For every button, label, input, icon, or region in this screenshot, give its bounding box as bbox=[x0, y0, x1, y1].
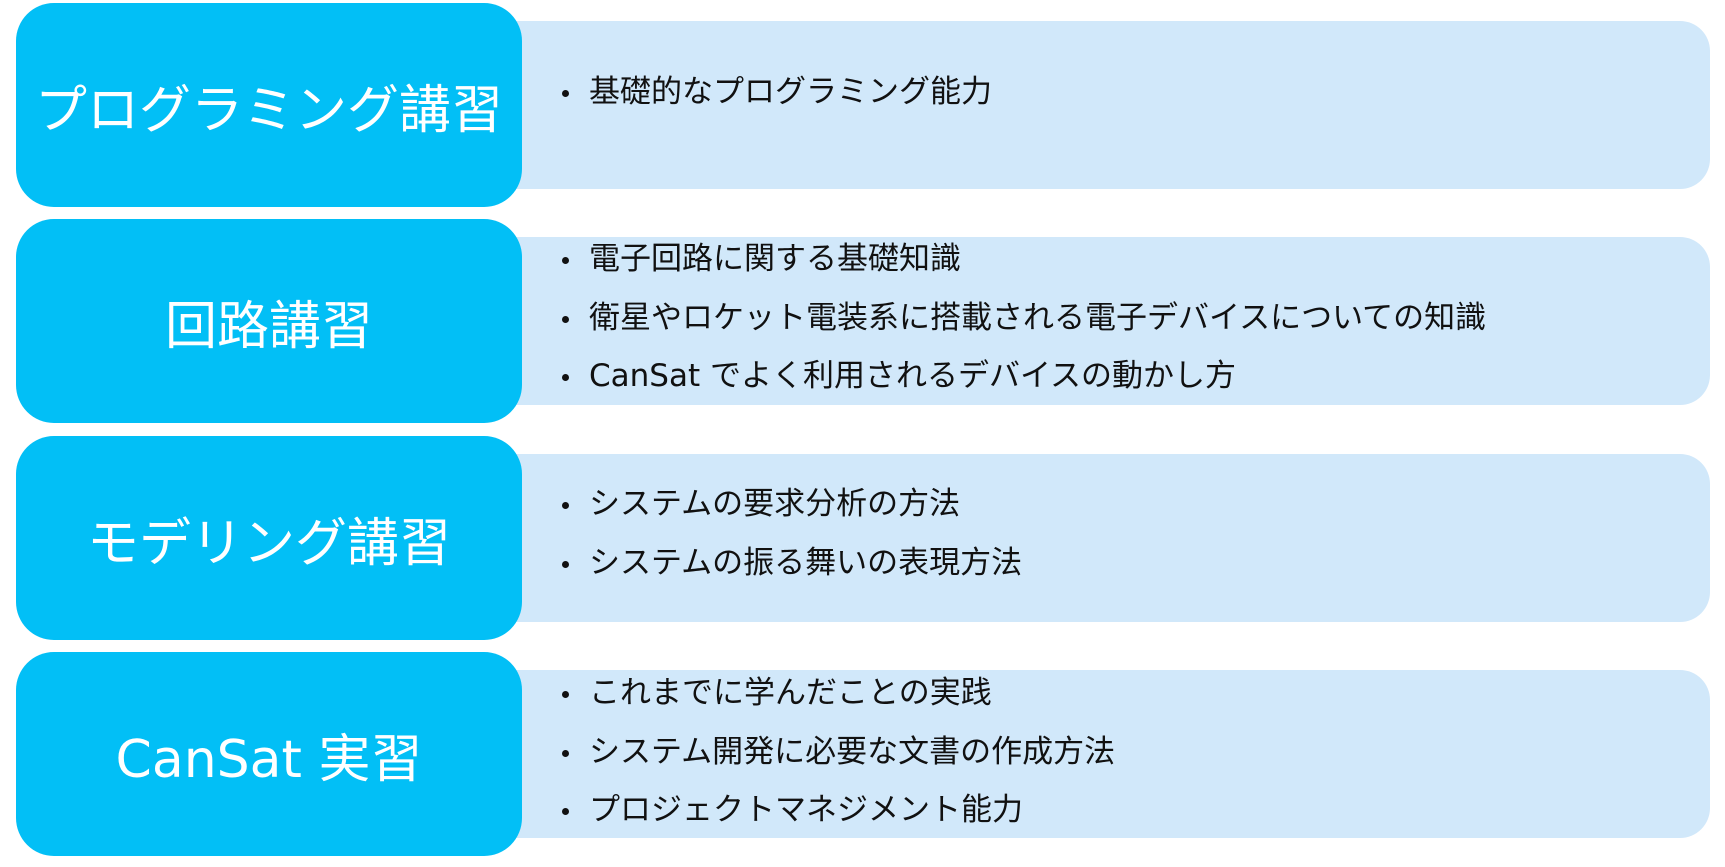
course-item: 基礎的なプログラミング能力 bbox=[562, 72, 992, 112]
course-detail-panel bbox=[480, 21, 1710, 189]
bullet-icon bbox=[562, 89, 569, 97]
course-item-text: システム開発に必要な文書の作成方法 bbox=[589, 734, 1116, 770]
bullet-icon bbox=[562, 501, 569, 509]
course-item-text: CanSat でよく利用されるデバイスの動かし方 bbox=[589, 358, 1237, 394]
course-title: プログラミング講習 bbox=[34, 80, 503, 141]
course-item-text: これまでに学んだことの実践 bbox=[589, 675, 992, 711]
course-item-text: システムの要求分析の方法 bbox=[589, 486, 961, 522]
course-detail-panel bbox=[480, 237, 1710, 405]
bullet-icon bbox=[562, 807, 569, 815]
course-item-text: 基礎的なプログラミング能力 bbox=[589, 74, 992, 110]
course-item: システムの振る舞いの表現方法 bbox=[562, 543, 1022, 583]
course-item: CanSat でよく利用されるデバイスの動かし方 bbox=[562, 356, 1236, 396]
course-title: CanSat 実習 bbox=[115, 729, 423, 790]
bullet-icon bbox=[562, 256, 569, 264]
course-title-box: モデリング講習 bbox=[16, 436, 522, 640]
course-item: システムの要求分析の方法 bbox=[562, 484, 960, 524]
bullet-icon bbox=[562, 690, 569, 698]
course-item: プロジェクトマネジメント能力 bbox=[562, 790, 1023, 830]
course-item-text: システムの振る舞いの表現方法 bbox=[589, 545, 1023, 581]
course-item: 衛星やロケット電装系に搭載される電子デバイスについての知識 bbox=[562, 298, 1486, 338]
course-title-box: 回路講習 bbox=[16, 219, 522, 423]
course-item: システム開発に必要な文書の作成方法 bbox=[562, 732, 1115, 772]
course-item-text: 電子回路に関する基礎知識 bbox=[589, 241, 961, 277]
bullet-icon bbox=[562, 749, 569, 757]
course-detail-panel bbox=[480, 670, 1710, 838]
course-item-text: プロジェクトマネジメント能力 bbox=[589, 792, 1023, 828]
course-title-box: CanSat 実習 bbox=[16, 652, 522, 856]
course-item: 電子回路に関する基礎知識 bbox=[562, 239, 961, 279]
course-title-box: プログラミング講習 bbox=[16, 3, 522, 207]
course-title: モデリング講習 bbox=[86, 513, 451, 574]
course-item: これまでに学んだことの実践 bbox=[562, 673, 992, 713]
bullet-icon bbox=[562, 373, 569, 381]
bullet-icon bbox=[562, 315, 569, 323]
course-detail-panel bbox=[480, 454, 1710, 622]
course-title: 回路講習 bbox=[164, 296, 373, 357]
course-item-text: 衛星やロケット電装系に搭載される電子デバイスについての知識 bbox=[589, 300, 1487, 336]
bullet-icon bbox=[562, 560, 569, 568]
